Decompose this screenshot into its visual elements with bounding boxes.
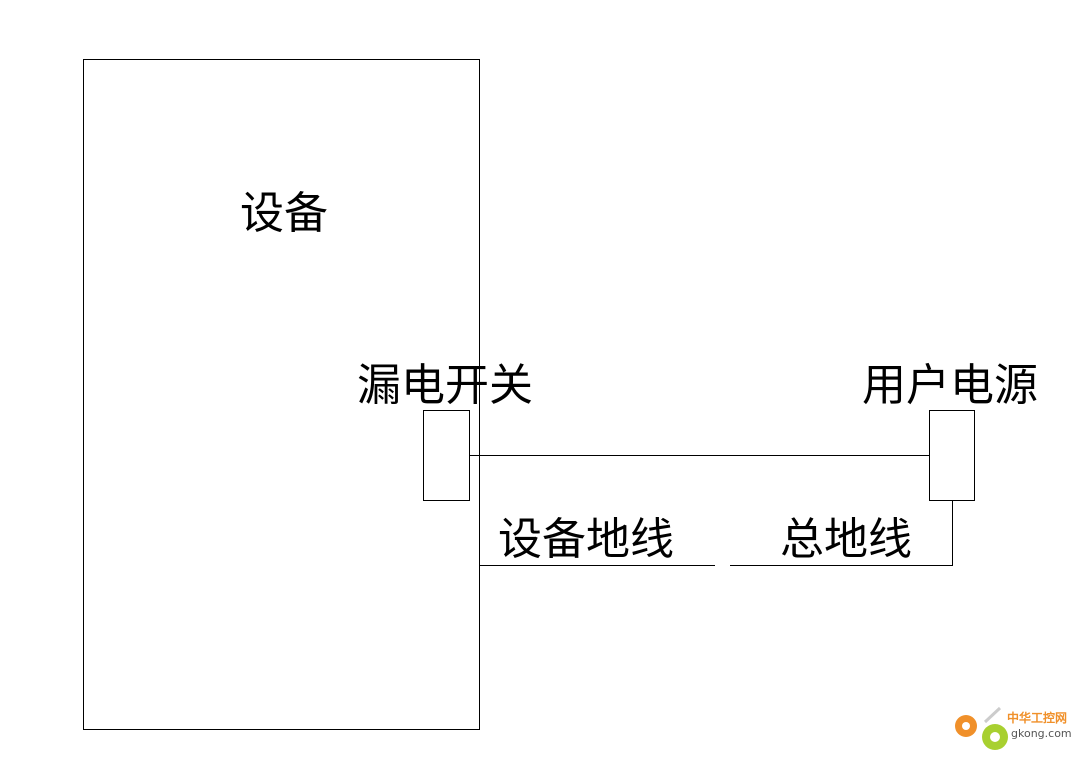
user-power-label: 用户电源 [862,360,1038,411]
watermark-cn: 中华工控网 [1007,710,1067,725]
device-label: 设备 [240,188,328,239]
user-power-box [929,410,975,501]
leakage-switch-box [423,410,470,501]
main-ground-label: 总地线 [780,514,912,565]
device-ground-label: 设备地线 [498,514,674,565]
device-box [83,59,480,730]
gear-logo-icon [955,706,1008,750]
leakage-switch-label: 漏电开关 [357,360,533,411]
watermark-en: gkong.com [1011,727,1072,740]
